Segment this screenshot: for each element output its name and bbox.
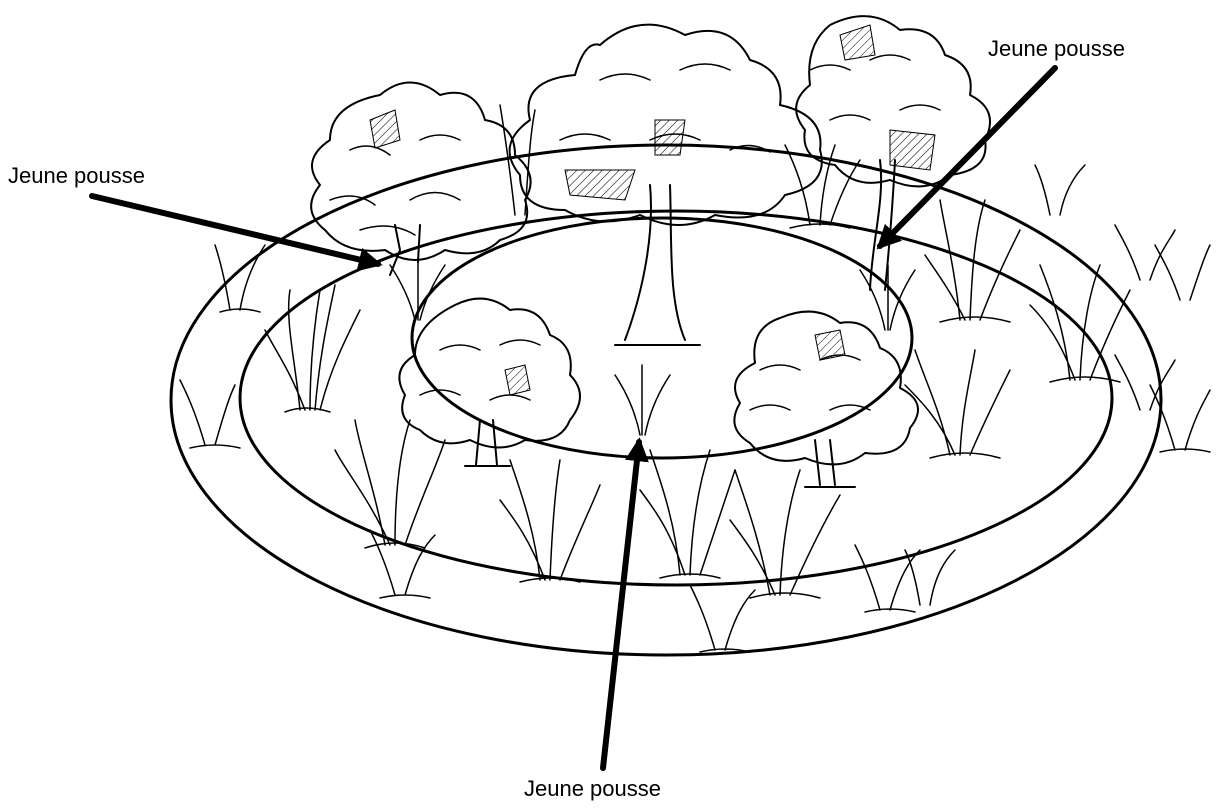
- plant-clump-4: [640, 450, 735, 578]
- plant-clump-6: [905, 350, 1010, 458]
- label-young-shoot-bottom: Jeune pousse: [524, 778, 661, 800]
- plant-clump-3: [500, 460, 600, 582]
- label-young-shoot-right: Jeune pousse: [988, 38, 1125, 60]
- middle-ring: [240, 211, 1112, 585]
- young-shoot-center: [615, 365, 670, 435]
- plant-clump-8: [1030, 265, 1130, 382]
- tuft-group: [180, 165, 1210, 652]
- tree-inner-left: [399, 299, 580, 466]
- label-young-shoot-left: Jeune pousse: [8, 165, 145, 187]
- young-shoot-right: [860, 265, 915, 330]
- outer-ring: [171, 145, 1161, 655]
- young-shoot-left: [390, 260, 445, 320]
- plant-clump-1: [265, 285, 360, 412]
- tree-back-center: [510, 25, 822, 345]
- plant-clump-2: [335, 420, 445, 548]
- arrow-bottom: [603, 442, 639, 768]
- tree-inner-right: [734, 312, 918, 487]
- arrow-left: [92, 196, 378, 264]
- tree-back-right: [796, 16, 990, 290]
